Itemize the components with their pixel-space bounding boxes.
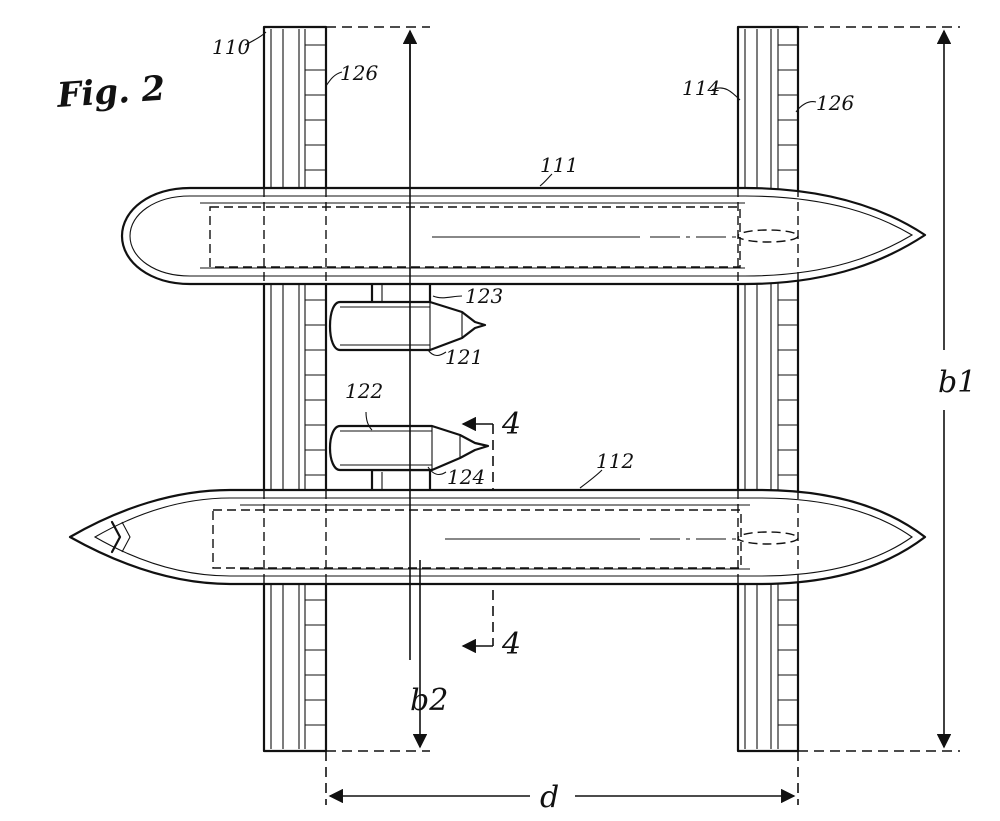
- section-mark-top: 4: [501, 407, 521, 442]
- label-112: 112: [596, 449, 634, 473]
- label-111: 111: [540, 153, 578, 177]
- dimension-label-d: d: [540, 780, 559, 815]
- upper-engine: [328, 300, 487, 352]
- label-126-forward: 126: [340, 61, 378, 85]
- section-line: [461, 416, 494, 654]
- label-114: 114: [682, 76, 720, 100]
- dimension-b1: [798, 26, 960, 752]
- figure-title: Fig. 2: [55, 69, 167, 117]
- rear-wing-flap-segments: [777, 29, 798, 749]
- rear-wing: [736, 25, 800, 753]
- dimension-label-b1: b1: [938, 365, 976, 400]
- label-126-rear: 126: [816, 91, 854, 115]
- section-mark-bottom: 4: [501, 627, 521, 662]
- forward-wing: [262, 25, 328, 753]
- label-110: 110: [212, 35, 250, 59]
- wing-overlap-lines: [263, 188, 799, 584]
- dimension-label-b2: b2: [410, 683, 448, 718]
- label-121: 121: [445, 345, 483, 369]
- upper-body: [120, 186, 927, 286]
- label-124: 124: [447, 465, 485, 489]
- leader-lines: [244, 31, 817, 489]
- label-122: 122: [345, 379, 383, 403]
- dimension-d: [325, 751, 799, 805]
- dimension-b2: [326, 26, 430, 752]
- pylon-lower: [370, 468, 432, 494]
- forward-wing-flap-segments: [304, 29, 326, 749]
- lower-body: [68, 488, 927, 586]
- label-123: 123: [465, 284, 503, 308]
- lower-engine: [328, 424, 490, 472]
